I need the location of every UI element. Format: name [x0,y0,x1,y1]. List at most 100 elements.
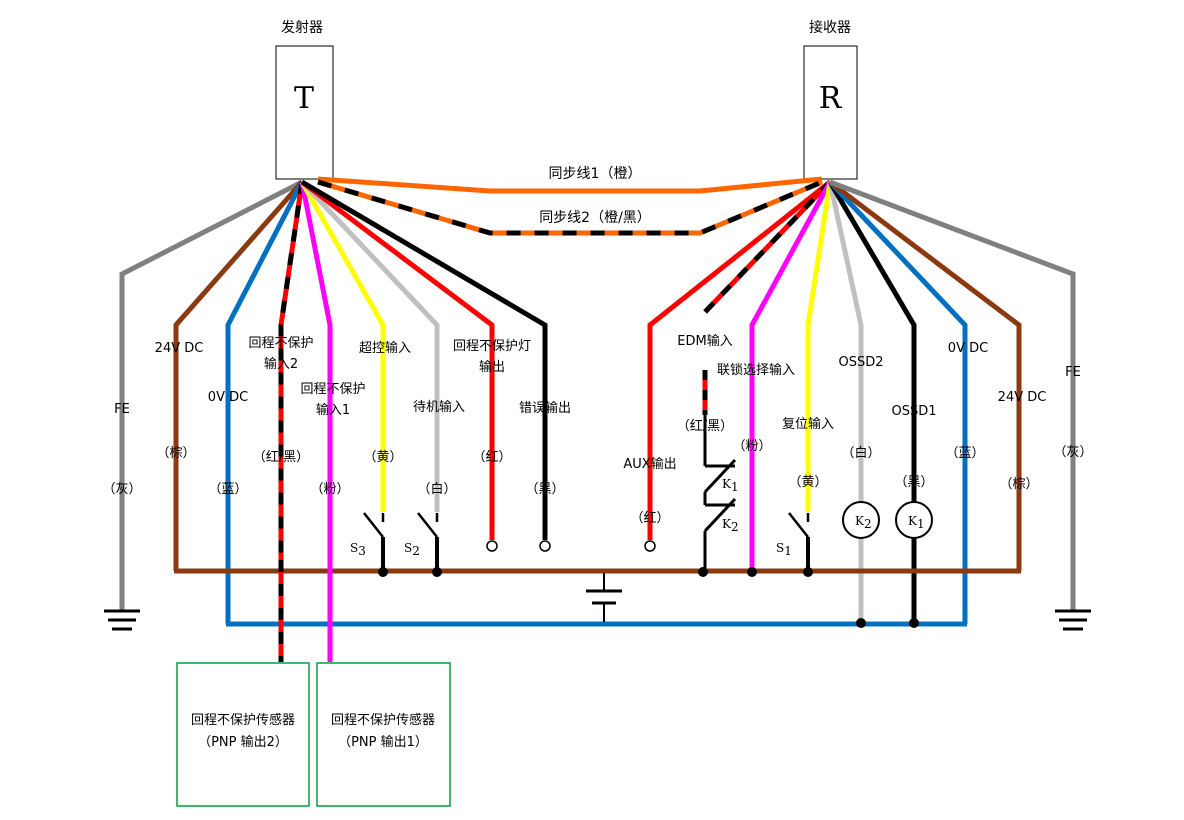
terminal-lamp [486,540,498,552]
t-standby-color: （白） [417,481,456,497]
receiver-title: 接收器 [809,19,851,36]
t-fe-label: FE [114,402,130,417]
receiver-letter: R [819,81,843,116]
junction-s1 [803,567,813,577]
r-reset-wire [805,181,833,512]
r-ossd1-label: OSSD1 [891,404,936,419]
t-lamp-color: （红） [472,449,511,465]
r-ossd2-label: OSSD2 [838,355,883,370]
t-0v-wire [225,180,305,624]
receiver-box [803,45,858,180]
r-ossd2-wire [827,181,864,624]
r-reset-label: 复位输入 [782,416,834,432]
t-0v-color: （蓝） [208,482,247,497]
t-override-wire [299,180,386,512]
t-error-wire [300,179,548,540]
terminal-aux [644,540,656,552]
terminal-error [539,540,551,552]
junction-ossd1 [909,618,919,628]
muting-sensor-2-line1: 回程不保护传感器 [190,713,295,728]
r-fe-wire [829,179,1076,610]
muting-sensor-1-line2: （PNP 输出1） [338,735,428,750]
r-0v-label: 0V DC [948,341,988,356]
muting-sensor-2-label: 回程不保护传感器 （PNP 输出2） [177,710,309,754]
t-muting1-wire [299,181,333,662]
muting-sensor-1-line1: 回程不保护传感器 [330,713,435,728]
contact-k2-label: K2 [722,517,739,534]
r-0v-color: （蓝） [945,446,984,461]
t-24v-label: 24V DC [155,341,204,356]
transmitter-title: 发射器 [281,20,323,36]
muting-sensor-1-box [316,662,451,807]
t-lamp-label-1: 回程不保护灯 [453,339,531,354]
r-interlock-color: （粉） [732,439,771,454]
r-reset-color: （黄） [788,475,827,490]
sync-line-1-wire [317,176,823,194]
r-fe-label: FE [1065,365,1081,380]
relay-k1-icon [895,501,933,539]
switch-s2-icon [417,512,439,571]
junction-ossd2 [856,618,866,628]
t-override-label: 超控输入 [359,340,411,356]
t-24v-color: （棕） [156,446,195,461]
transmitter-letter: T [294,81,314,116]
sync-line-1-label: 同步线1（橙） [549,166,642,182]
switch-s2-label: S2 [404,541,420,558]
edm-contacts-icon [703,415,737,571]
t-override-color: （黄） [363,450,402,465]
r-aux-label: AUX输出 [623,456,676,472]
t-muting1-color: （粉） [310,482,349,497]
t-error-label: 错误输出 [519,400,571,416]
relay-k1-label: K1 [908,514,925,531]
t-0v-label: 0V DC [208,390,248,405]
sync-line-2-label: 同步线2（橙/黑） [539,210,651,226]
r-24v-label: 24V DC [998,390,1047,405]
muting-sensor-2-box [176,662,310,807]
transmitter-box [275,45,334,180]
switch-s1-icon [788,512,810,571]
relay-k2-icon [842,501,880,539]
t-lamp-label-2: 输出 [479,359,505,375]
t-muting2-label-2: 输入2 [264,356,298,372]
t-muting2-wire-dash [278,181,305,662]
junction-interlock [747,567,757,577]
relay-k2-label: K2 [855,514,872,531]
r-interlock-wire [749,180,833,571]
muting-sensor-1-label: 回程不保护传感器 （PNP 输出1） [317,710,449,754]
junction-s3 [378,567,388,577]
r-24v-wire [828,180,1022,571]
t-standby-wire [300,180,440,512]
r-interlock-label: 联锁选择输入 [717,362,795,378]
r-edm-wire-dash [703,180,832,314]
t-muting2-color: （红/黑） [253,449,309,465]
r-fe-color: （灰） [1053,445,1092,460]
r-24v-color: （棕） [999,477,1038,492]
r-aux-color: （红） [630,510,669,526]
t-24v-wire [173,180,304,571]
junction-s2 [432,567,442,577]
battery-icon [586,573,622,622]
t-muting1-label-1: 回程不保护 [300,382,365,397]
t-muting1-label-2: 输入1 [316,402,350,418]
r-aux-wire [647,180,832,540]
junction-edm [698,567,708,577]
t-error-color: （黑） [525,482,564,497]
r-0v-wire [828,180,968,624]
sync-line-2-wire-dash [317,179,823,236]
muting-sensor-2-line2: （PNP 输出2） [198,735,288,750]
ground-icon-right [1055,609,1091,631]
t-lamp-wire [300,180,495,540]
r-edm-label: EDM输入 [677,333,732,349]
r-edm-color: （红/黑） [677,418,733,434]
r-ossd1-color: （黑） [894,475,933,490]
r-ossd2-color: （白） [841,445,880,461]
t-fe-color: （灰） [102,482,141,497]
t-standby-label: 待机输入 [413,399,465,415]
t-fe-wire [119,179,304,610]
switch-s3-label: S3 [350,541,366,558]
ground-icon-left [104,609,140,631]
contact-k1-label: K1 [722,477,739,494]
switch-s3-icon [363,512,385,571]
t-muting2-label-1: 回程不保护 [248,336,313,351]
